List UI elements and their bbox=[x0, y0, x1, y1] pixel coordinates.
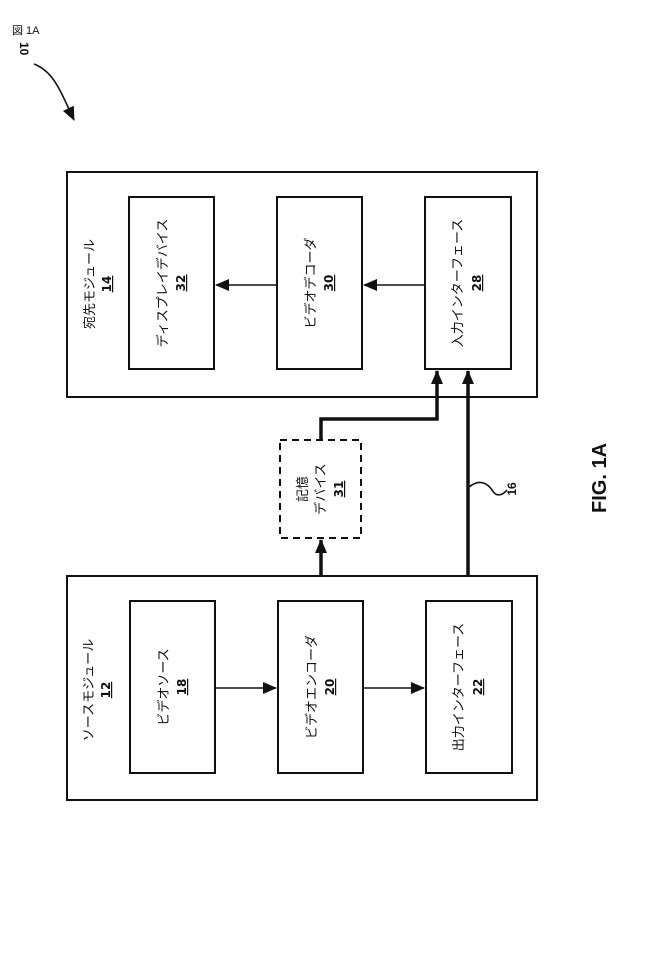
display-device-ref: 32 bbox=[174, 275, 188, 292]
storage-device-label-line2: デバイス bbox=[313, 463, 329, 515]
input-interface-label: 入力インターフェース bbox=[451, 219, 466, 348]
link-16-ref: 16 bbox=[505, 482, 519, 496]
display-device-label: ディスプレイデバイス bbox=[155, 219, 171, 348]
output-interface-label: 出力インターフェース bbox=[452, 623, 467, 752]
source-module-label: ソースモジュール bbox=[82, 639, 97, 741]
video-decoder-block bbox=[277, 197, 362, 369]
video-source-block bbox=[130, 601, 215, 773]
video-source-label: ビデオソース bbox=[156, 648, 172, 725]
output-interface-ref: 22 bbox=[471, 679, 485, 696]
storage-device-label-line1: 記憶 bbox=[295, 476, 311, 502]
input-interface-ref: 28 bbox=[470, 275, 484, 292]
system-reference: 10 bbox=[17, 42, 31, 56]
input-interface-block bbox=[425, 197, 511, 369]
destination-module-label: 宛先モジュール bbox=[83, 239, 98, 329]
source-module-ref: 12 bbox=[99, 682, 113, 699]
video-decoder-ref: 30 bbox=[322, 275, 336, 292]
video-encoder-ref: 20 bbox=[323, 679, 337, 696]
display-device-block bbox=[129, 197, 214, 369]
link-16-leader bbox=[469, 482, 507, 494]
video-decoder-label: ビデオデコーダ bbox=[303, 237, 319, 328]
figure-label: FIG. 1A bbox=[589, 443, 611, 513]
video-encoder-block bbox=[278, 601, 363, 773]
storage-device-ref: 31 bbox=[332, 481, 346, 498]
destination-module-ref: 14 bbox=[100, 276, 114, 293]
video-encoder-label: ビデオエンコーダ bbox=[304, 635, 320, 739]
reference-arrow bbox=[34, 64, 74, 120]
figure-caption: 図 1A bbox=[12, 24, 40, 37]
output-interface-block bbox=[426, 601, 512, 773]
video-source-ref: 18 bbox=[175, 679, 189, 696]
